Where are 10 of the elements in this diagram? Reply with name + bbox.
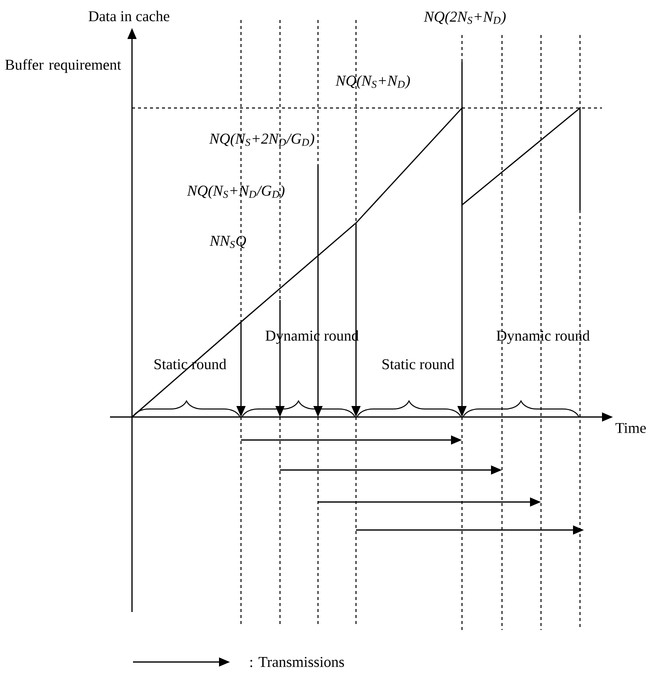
value-label: NN$_{S}$Q	[210, 236, 246, 248]
axis-label: Data in cache	[88, 10, 170, 22]
axis-label: Buffer requirement	[5, 59, 122, 73]
value-label: NQ(N$_{S}$+N$_{D}$)	[336, 75, 410, 89]
value-label: NQ(2N$_{S}$+N$_{D}$)	[424, 11, 506, 25]
round-label: Static round	[154, 358, 226, 370]
axis-label: Time	[615, 422, 646, 434]
round-label: Static round	[382, 358, 454, 370]
round-label: Dynamic round	[496, 330, 590, 344]
legend-label: : Transmissions	[250, 656, 344, 668]
